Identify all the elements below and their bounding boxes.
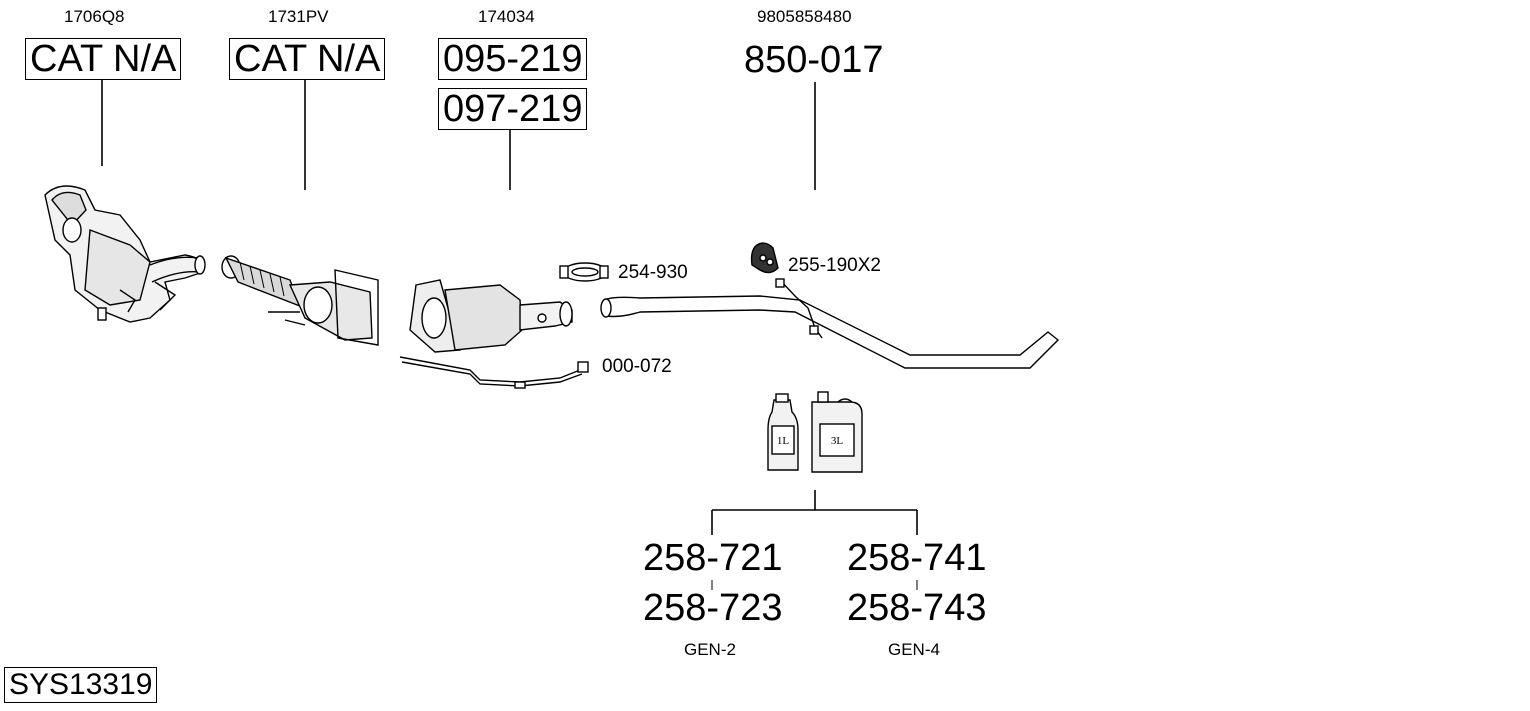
container-1l-label: 1L (777, 435, 790, 447)
hanger-part-number[interactable]: 255-190X2 (788, 255, 881, 276)
container-3l-label: 3L (831, 435, 844, 447)
sensor-part-number[interactable]: 000-072 (602, 356, 672, 377)
oem-number-2: 1731PV (268, 7, 329, 26)
system-id: SYS13319 (4, 667, 158, 703)
part-number-cat-1[interactable]: CAT N/A (25, 38, 182, 80)
rear-pipe-850-017[interactable] (600, 278, 1060, 369)
gen-label-2: GEN-2 (684, 640, 736, 659)
catalyst-manifold-1[interactable] (44, 185, 206, 323)
particulate-filter-3[interactable] (409, 279, 573, 353)
container-3l-icon[interactable]: 3L (811, 391, 863, 473)
kit-code-258-741[interactable]: 258-741 (847, 537, 987, 579)
container-1l-icon[interactable]: 1L (767, 393, 799, 471)
sensor-cable-icon[interactable] (399, 356, 589, 389)
part-number-cat-2[interactable]: CAT N/A (229, 38, 386, 80)
gen-label-4: GEN-4 (888, 640, 940, 659)
clamp-icon[interactable] (559, 262, 609, 282)
kit-code-258-743[interactable]: 258-743 (847, 587, 987, 629)
kit-bracket (711, 490, 918, 590)
part-number-850-017[interactable]: 850-017 (744, 39, 884, 81)
oem-number-4: 9805858480 (757, 7, 852, 26)
kit-code-258-723[interactable]: 258-723 (643, 587, 783, 629)
oem-number-1: 1706Q8 (64, 7, 125, 26)
oem-number-3: 174034 (478, 7, 535, 26)
kit-code-258-721[interactable]: 258-721 (643, 537, 783, 579)
part-number-095-219[interactable]: 095-219 (438, 38, 588, 80)
clamp-part-number[interactable]: 254-930 (618, 262, 688, 283)
rubber-hanger-icon[interactable] (750, 242, 779, 274)
catalyst-flex-2[interactable] (221, 255, 379, 346)
part-number-097-219[interactable]: 097-219 (438, 88, 588, 130)
